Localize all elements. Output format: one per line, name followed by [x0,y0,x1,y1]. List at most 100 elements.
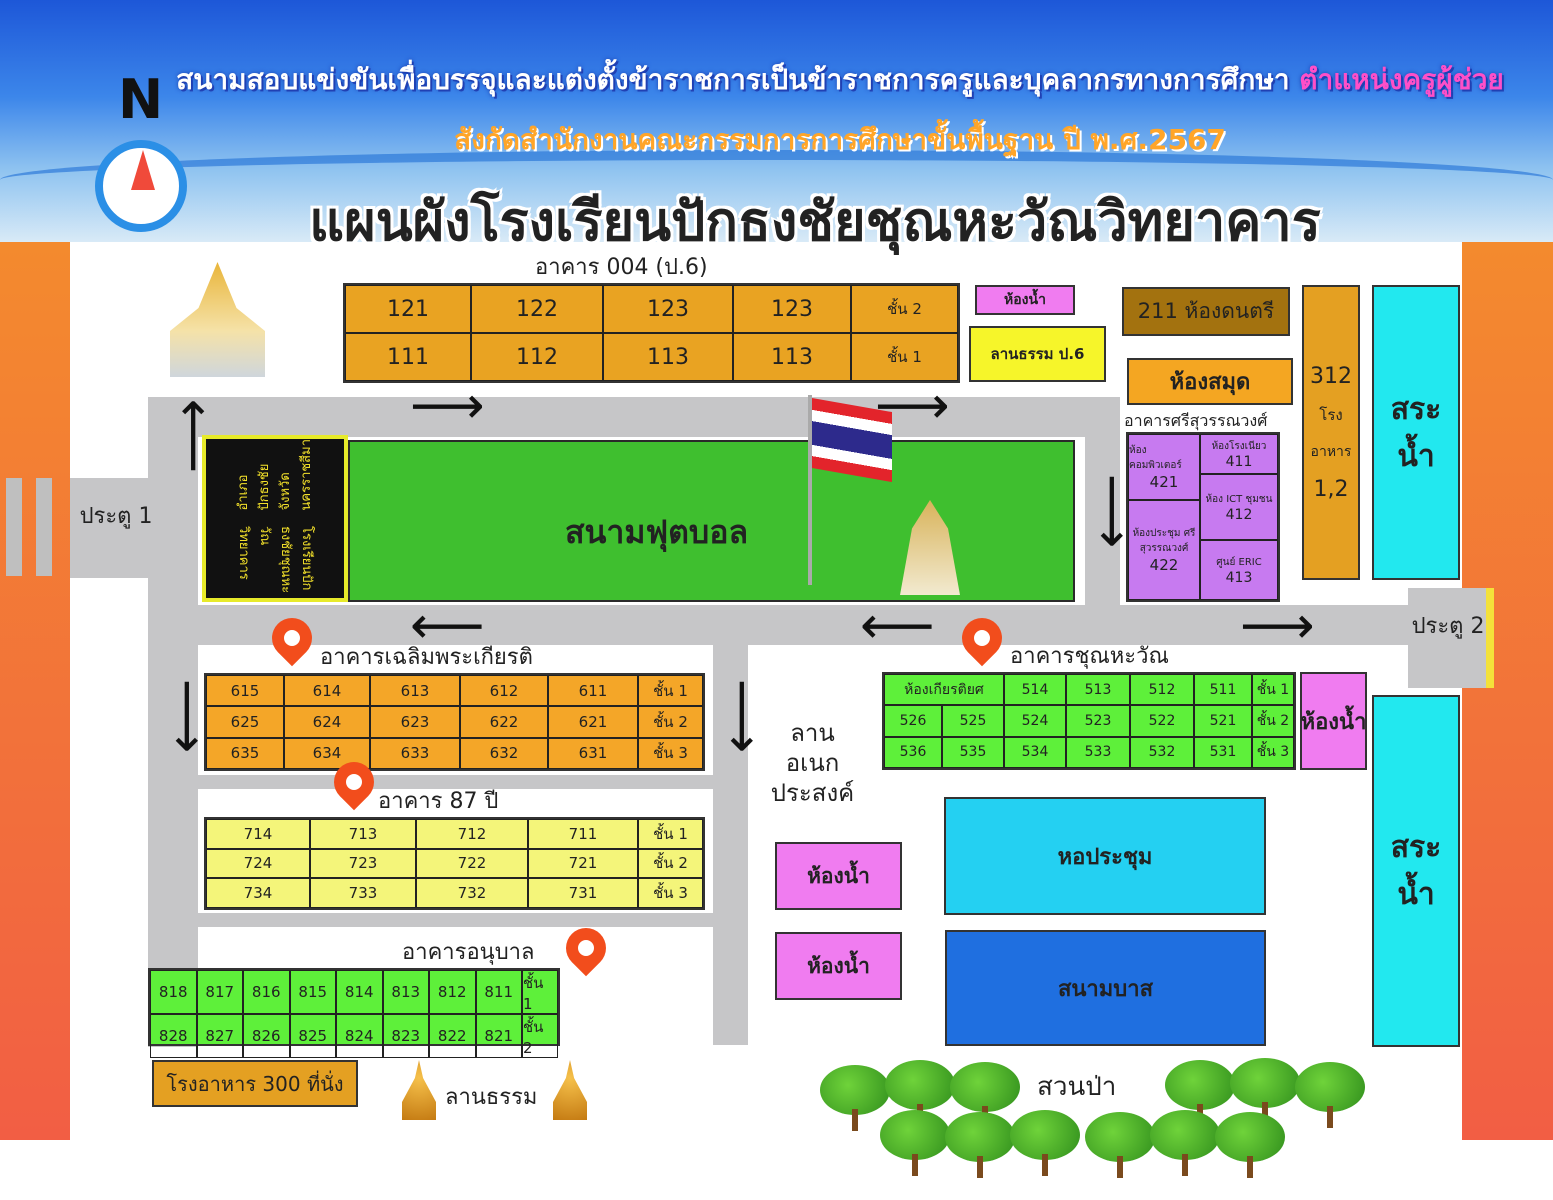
room-cell: 533 [1066,736,1130,768]
room-cell: 522 [1130,705,1194,737]
header-line1: สนามสอบแข่งขันเพื่อบรรจุและแต่งตั้งข้ารา… [170,58,1510,102]
room-422: ห้องประชุม ศรีสุวรรณวงศ์ 422 [1128,500,1200,600]
room-cell: 823 [382,1014,429,1058]
room-cell: 532 [1130,736,1194,768]
floor-label: ชั้น 3 [638,878,703,908]
room-cell: 812 [429,970,476,1014]
school-sign: อำเภอปักธงชัย จังหวัดนครราชสีมา โรงเรียน… [202,435,348,602]
room-cell: 723 [310,848,416,879]
room-number: 411 [1225,453,1253,470]
room-cell: 625 [206,706,284,738]
football-field: สนามฟุตบอล [348,440,1075,602]
room-cell: 632 [460,737,548,769]
room-cell: 623 [370,706,460,738]
room-cell: 635 [206,737,284,769]
multipurpose-line3: ประสงค์ [770,779,855,807]
room-cell: 536 [884,736,942,768]
room-cell: 123 [733,285,851,333]
road-top [148,397,1118,437]
road-middle [148,605,1410,645]
room-cell: 624 [284,706,370,738]
road-lower1 [148,775,728,789]
gate1-road [70,478,150,578]
gate2-marker [1486,588,1494,688]
pond-bottom: สระน้ำ [1372,695,1460,1047]
header-line1-text: สนามสอบแข่งขันเพื่อบรรจุและแต่งตั้งข้ารา… [176,63,1290,96]
room-cell: 111 [345,333,471,381]
room-name: ศูนย์ ERIC [1216,556,1262,568]
room-name: ห้องโรงเนียว [1211,440,1267,452]
room-cell: 622 [460,706,548,738]
left-boundary [0,242,70,1140]
tree-icon [950,1062,1020,1128]
room-cell: 631 [548,737,638,769]
room-cell: 525 [942,705,1004,737]
room-cell: 113 [733,333,851,381]
floor-label: ชั้น 2 [851,285,958,333]
room-cell: 821 [475,1014,522,1058]
pond-top: สระน้ำ [1372,285,1460,580]
tree-icon [1165,1060,1235,1126]
room-cell: 531 [1194,736,1252,768]
room-number: 412 [1225,506,1253,523]
room-cell: 621 [548,706,638,738]
buddha-icon [402,1060,436,1120]
tree-icon [1295,1062,1365,1128]
room-cell: 512 [1130,674,1194,706]
floor-label: ชั้น 3 [1252,736,1294,768]
room-cell: 814 [336,970,383,1014]
room-number: 422 [1149,556,1179,574]
multipurpose-line2: อเนก [785,749,840,777]
restroom-right: ห้องน้ำ [1300,672,1367,770]
multipurpose-area: ลาน อเนก ประสงค์ [755,718,870,808]
gate-bars-icon [6,478,52,576]
canteen-number: 312 [1310,363,1352,389]
tree-icon [880,1110,950,1176]
floor-label: ชั้น 2 [638,706,703,738]
tree-icon [1230,1058,1300,1124]
header-line2: สังกัดสำนักงานคณะกรรมการการศึกษาขั้นพื้น… [454,123,1226,156]
floor-label: ชั้น 3 [638,737,703,769]
room-cell: 526 [884,705,942,737]
room-cell: 615 [206,675,284,707]
room-cell: 711 [528,819,638,849]
room-cell: 614 [284,675,370,707]
room-cell: 813 [382,970,429,1014]
north-label: N [118,68,164,131]
floor-label: ชั้น 1 [1252,674,1294,706]
floor-label: ชั้น 2 [638,848,703,879]
floor-label: ชั้น 1 [638,819,703,849]
building-004-title: อาคาร 004 (ป.6) [535,255,708,280]
room-cell: 523 [1066,705,1130,737]
room-cell: 112 [471,333,603,381]
room-number: 413 [1225,569,1253,586]
music-room: 211 ห้องดนตรี [1122,287,1290,336]
arrow-right-icon: ⟶ [410,376,485,436]
room-cell: 535 [942,736,1004,768]
arrow-right-icon: ⟶ [1240,596,1315,656]
arrow-left-icon: ⟵ [410,596,485,656]
tree-icon [1010,1110,1080,1176]
room-cell: 121 [345,285,471,333]
room-cell: 731 [528,878,638,908]
room-cell: 513 [1066,674,1130,706]
room-cell: 524 [1004,705,1066,737]
tree-icon [1085,1112,1155,1178]
road-lower2 [148,913,728,927]
tree-icon [1215,1112,1285,1178]
room-cell: 815 [289,970,336,1014]
room-cell: 714 [206,819,310,849]
road-right [1085,397,1120,642]
room-cell: 514 [1004,674,1066,706]
room-name: ห้องประชุม ศรีสุวรรณวงศ์ [1132,528,1196,554]
tree-icon [1150,1110,1220,1176]
room-number: 421 [1149,473,1179,491]
restroom-a: ห้องน้ำ [775,842,902,910]
